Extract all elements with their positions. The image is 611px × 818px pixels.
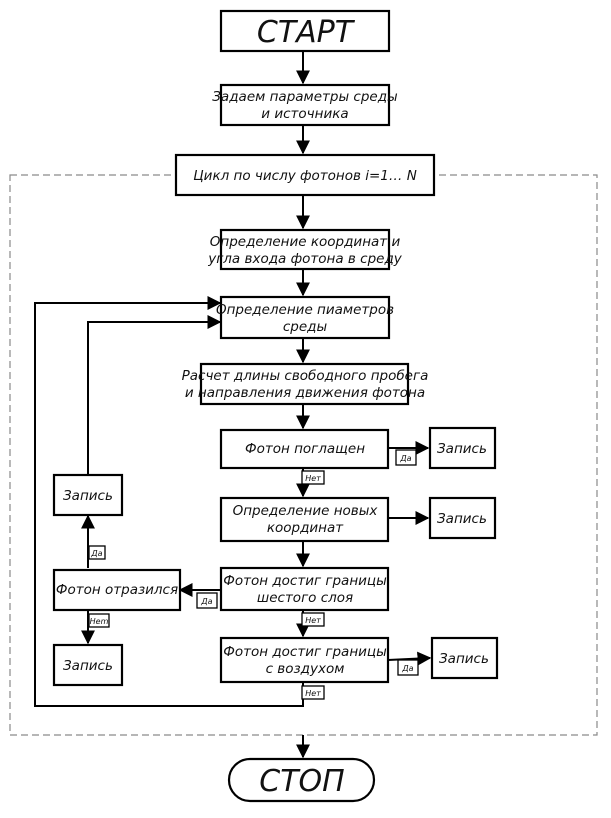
tag-no-reflected-label: Hem	[90, 617, 109, 626]
boundary-layer-line-1: Фотон достиг границы	[223, 573, 387, 589]
record-box-boundary-air	[430, 636, 499, 680]
entry-line-1: Определение координат и	[210, 234, 401, 250]
new-coords-line-1: Определение новых	[233, 503, 379, 519]
medium-line-2: среды	[283, 319, 328, 335]
record-label-reflected-no: Запись	[63, 658, 113, 674]
tag-no-reflected	[88, 613, 110, 628]
record-label-absorbed: Запись	[437, 441, 487, 457]
tag-yes-reflected	[88, 545, 106, 560]
new-coords-box	[219, 496, 390, 543]
tag-yes-absorbed-label: Да	[399, 454, 411, 463]
boundary-layer-box	[219, 566, 390, 612]
new-coords-line-2: координат	[267, 520, 344, 536]
tag-no-absorbed-label: Нет	[305, 474, 321, 483]
medium-line-1: Определение пиаметров	[216, 302, 394, 318]
set-params-line-1: Задаем параметры среды	[212, 89, 398, 105]
tag-no-boundary-layer	[301, 612, 325, 627]
record-label-boundary-air: Запись	[439, 651, 489, 667]
tag-yes-reflected-label: Да	[90, 549, 102, 558]
record-box-new-coords	[428, 496, 497, 540]
tag-yes-boundary-air-label: Да	[401, 664, 413, 673]
loop-label: Цикл по числу фотонов i=1… N	[193, 168, 417, 184]
boundary-air-box	[219, 636, 390, 684]
record-box-reflected-yes	[52, 473, 124, 517]
reflected-box	[52, 568, 182, 612]
tag-no-boundary-air-label: Нет	[305, 689, 321, 698]
tag-no-boundary-air	[301, 685, 325, 700]
stop-box	[227, 757, 376, 803]
tag-yes-absorbed	[395, 449, 417, 466]
absorbed-box	[219, 428, 390, 470]
calc-box	[199, 362, 410, 406]
boundary-air-line-1: Фотон достиг границы	[223, 644, 387, 660]
record-box-absorbed	[428, 426, 497, 470]
tag-no-boundary-layer-label: Нет	[305, 616, 321, 625]
stop-label: СТОП	[259, 764, 344, 799]
reflected-label: Фотон отразился	[56, 582, 178, 598]
calc-line-2: и направления движения фотона	[185, 385, 425, 401]
tag-yes-boundary-layer-label: Да	[200, 597, 212, 606]
tag-no-absorbed	[301, 470, 325, 485]
loop-box	[174, 153, 436, 197]
tag-yes-boundary-layer	[196, 592, 218, 609]
record-label-reflected-yes: Запись	[63, 488, 113, 504]
set-params-line-2: и источника	[261, 106, 348, 122]
tag-yes-boundary-air	[397, 659, 419, 676]
record-box-reflected-no	[52, 643, 124, 687]
boundary-layer-line-2: шестого слоя	[257, 590, 353, 606]
entry-box	[219, 228, 391, 271]
medium-box	[219, 295, 391, 340]
calc-line-1: Расчет длины свободного пробега	[182, 368, 429, 384]
boundary-air-line-2: с воздухом	[266, 661, 345, 677]
record-label-new-coords: Запись	[437, 511, 487, 527]
loop-boundary	[9, 174, 598, 736]
absorbed-label: Фотон поглащен	[245, 441, 365, 457]
start-label: СТАРТ	[257, 15, 356, 50]
start-box	[219, 9, 391, 53]
set-params-box	[219, 83, 391, 127]
entry-line-2: угла входа фотона в среду	[207, 251, 403, 267]
